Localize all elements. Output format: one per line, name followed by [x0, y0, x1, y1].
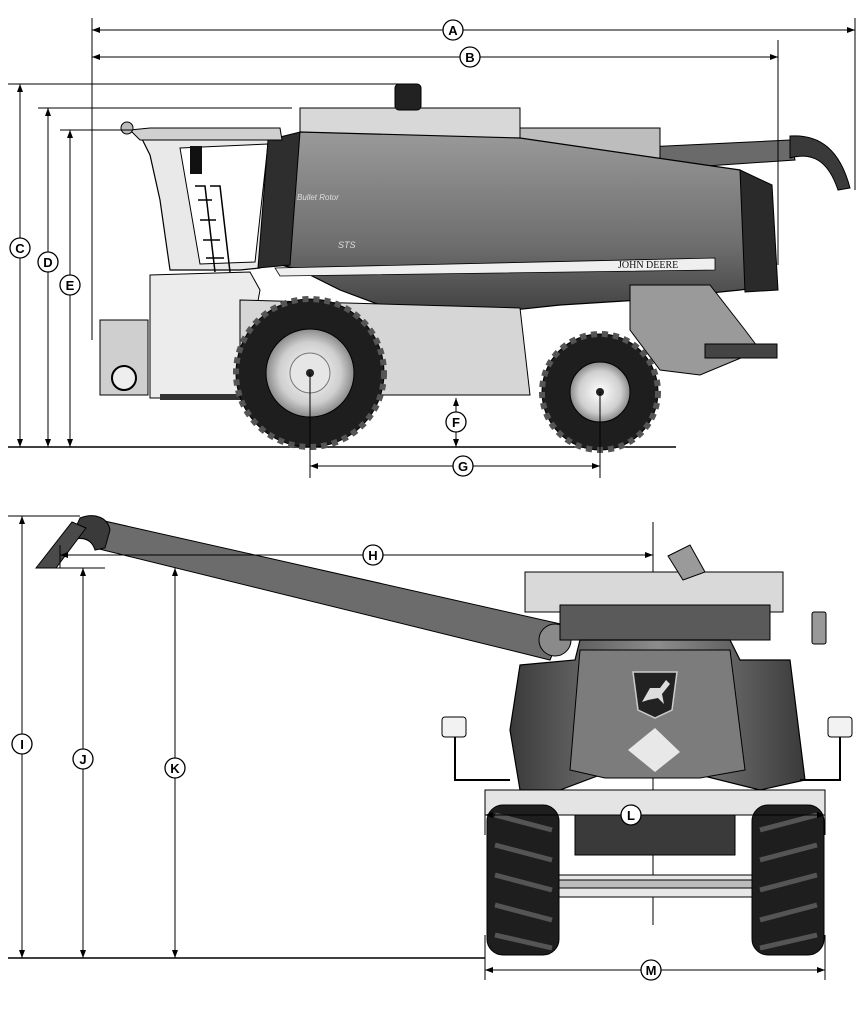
side-model-badge: STS [338, 240, 356, 250]
dimension-label-c: C [9, 237, 31, 259]
svg-text:I: I [20, 737, 24, 752]
rear-right-tire [751, 804, 825, 956]
side-cab-roof [128, 127, 283, 141]
dimension-label-f: F [445, 411, 467, 433]
side-brand-text: JOHN DEERE [618, 260, 678, 271]
side-lower-rail [160, 394, 250, 400]
side-cab-pillar [257, 131, 301, 269]
svg-text:K: K [170, 761, 180, 776]
side-rear-deflector [704, 343, 778, 359]
dimension-label-b: B [459, 46, 481, 68]
svg-text:M: M [646, 963, 657, 978]
rear-hood-highlight [628, 728, 680, 772]
dimension-label-m: M [640, 959, 662, 981]
rear-right-light [800, 716, 853, 781]
rear-exhaust [667, 544, 706, 581]
dimension-label-k: K [164, 757, 186, 779]
svg-text:G: G [458, 459, 468, 474]
rear-engine-bay [559, 604, 771, 641]
rear-left-light [441, 716, 510, 781]
dimension-label-i: I [11, 733, 33, 755]
rear-unloading-auger [34, 515, 572, 661]
svg-text:L: L [627, 808, 635, 823]
dimension-label-e: E [59, 274, 81, 296]
svg-text:A: A [448, 23, 458, 38]
svg-text:H: H [368, 548, 377, 563]
dimension-label-d: D [37, 251, 59, 273]
side-exhaust-stack [394, 83, 422, 111]
dimension-label-a: A [442, 19, 464, 41]
rear-right-mirror [811, 611, 827, 645]
svg-text:D: D [43, 255, 52, 270]
dimension-label-h: H [362, 544, 384, 566]
rear-straw-spreader [574, 814, 736, 856]
dimension-label-g: G [452, 455, 474, 477]
dimension-label-l: L [620, 804, 642, 826]
rear-lower-beam [519, 879, 791, 889]
side-stripe [274, 257, 716, 277]
side-rear-section [739, 169, 779, 293]
svg-text:F: F [452, 415, 460, 430]
rear-left-tire [486, 804, 560, 956]
svg-text:J: J [79, 752, 86, 767]
deer-logo-icon [632, 671, 678, 719]
svg-text:C: C [15, 241, 25, 256]
side-view: JOHN DEERE STS Bullet Rotor [8, 18, 856, 478]
side-script-text: Bullet Rotor [297, 193, 339, 202]
svg-text:E: E [66, 278, 75, 293]
dimension-label-j: J [72, 748, 94, 770]
side-mirror [190, 146, 202, 174]
side-front-pulley [111, 365, 137, 391]
side-beacon [120, 121, 134, 135]
svg-text:B: B [465, 50, 474, 65]
side-ladder [195, 185, 231, 273]
rear-view: H I J K L M [8, 515, 853, 981]
